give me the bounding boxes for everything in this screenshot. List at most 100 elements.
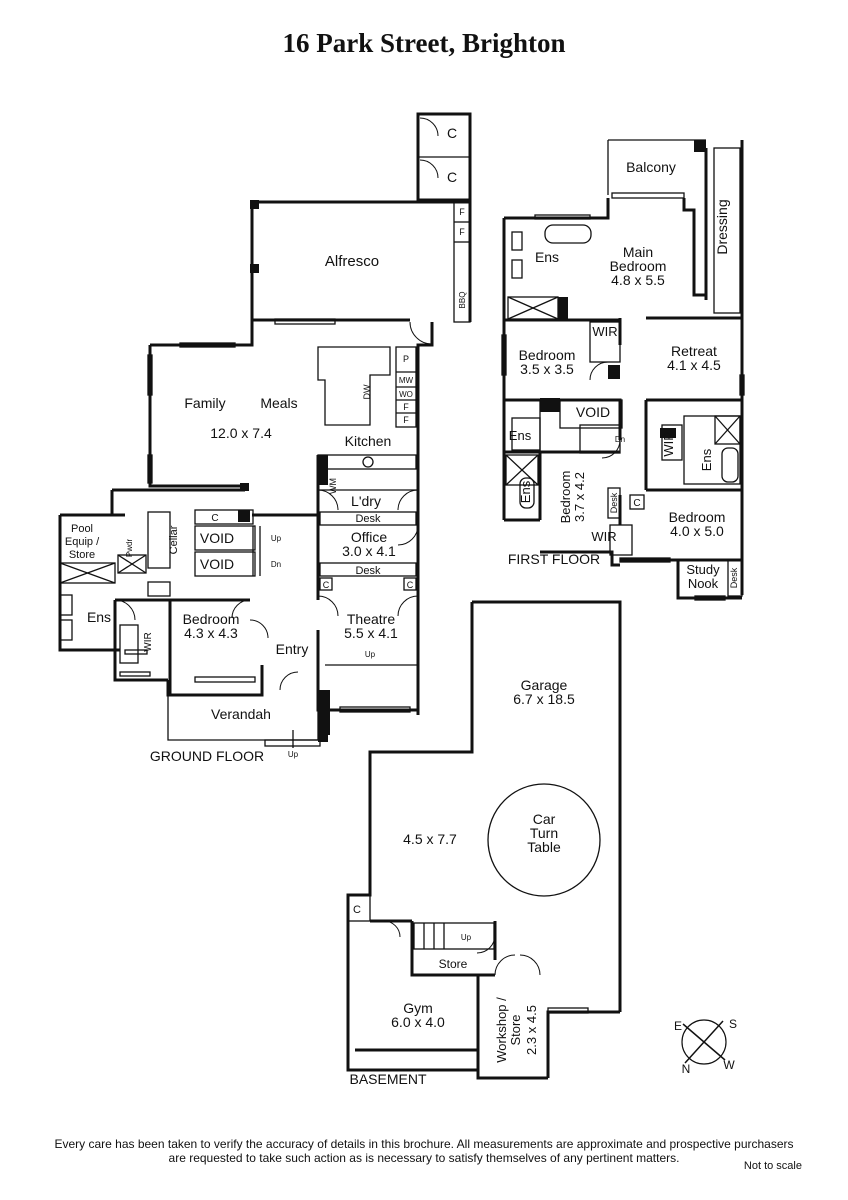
label-closet: C <box>447 169 457 185</box>
room-study-nook: Study <box>686 562 720 577</box>
label-pantry: P <box>403 354 409 364</box>
label-fridge: F <box>459 227 465 237</box>
label-desk: Desk <box>609 492 619 513</box>
room-main-bedroom-dims: 4.8 x 5.5 <box>611 272 665 288</box>
room-retreat-dims: 4.1 x 4.5 <box>667 357 721 373</box>
room-bedroom-2: Bedroom <box>519 347 576 363</box>
room-study-nook: Nook <box>688 576 719 591</box>
label-stairs-down: Dn <box>615 435 625 444</box>
room-ensuite-3: Ens <box>518 480 533 503</box>
label-car-turntable: Car <box>533 811 556 827</box>
label-desk: Desk <box>355 565 381 577</box>
compass-north: N <box>682 1062 691 1076</box>
label-closet: C <box>353 904 361 916</box>
label-fridge: F <box>459 207 465 217</box>
label-closet: C <box>447 125 457 141</box>
room-bedroom-4: Bedroom <box>669 509 726 525</box>
room-family-dims: 12.0 x 7.4 <box>210 425 272 441</box>
room-main-bedroom: Main <box>623 244 653 260</box>
room-garage-dims: 6.7 x 18.5 <box>513 691 575 707</box>
room-pool-equip: Store <box>69 549 95 561</box>
label-washing-machine: WM <box>328 478 338 494</box>
first-floor-plan <box>501 139 745 601</box>
label-fridge: F <box>403 415 409 425</box>
compass-needle-ew <box>682 1023 726 1061</box>
label-closet: C <box>323 580 330 590</box>
room-bedroom-2-dims: 3.5 x 3.5 <box>520 361 574 377</box>
disclaimer: Every care has been taken to verify the … <box>0 1137 848 1165</box>
room-ensuite-main: Ens <box>535 249 559 265</box>
ground-floor-plan <box>58 112 472 748</box>
basement-plan <box>346 600 622 1080</box>
room-verandah: Verandah <box>211 706 271 722</box>
property-title: 16 Park Street, Brighton <box>282 28 566 58</box>
level-label-basement: BASEMENT <box>349 1071 426 1087</box>
label-car-turntable: Turn <box>530 825 558 841</box>
room-theatre: Theatre <box>347 611 395 627</box>
disclaimer-line: are requested to take such action as is … <box>168 1151 680 1165</box>
label-closet: C <box>211 513 218 524</box>
room-wir-main: WIR <box>592 324 617 339</box>
room-powder: Pwdr <box>125 539 134 558</box>
label-stairs-up: Up <box>271 534 282 543</box>
label-stairs-down: Dn <box>271 560 281 569</box>
label-closet: C <box>407 580 414 590</box>
room-meals: Meals <box>260 395 297 411</box>
label-void: VOID <box>200 530 234 546</box>
room-wir-3: WIR <box>591 529 616 544</box>
room-pool-equip: Equip / <box>65 536 100 548</box>
room-main-bedroom: Bedroom <box>610 258 667 274</box>
room-garage: Garage <box>521 677 568 693</box>
compass-east: E <box>674 1019 682 1033</box>
label-microwave: MW <box>399 376 414 385</box>
room-bedroom-dims: 4.3 x 4.3 <box>184 625 238 641</box>
label-bbq: BBQ <box>458 292 467 309</box>
room-ensuite-2: Ens <box>509 428 532 443</box>
scale-note: Not to scale <box>743 1160 802 1172</box>
room-kitchen: Kitchen <box>345 433 392 449</box>
label-desk: Desk <box>729 567 739 588</box>
room-workshop-dims: 2.3 x 4.5 <box>524 1005 539 1055</box>
room-family: Family <box>184 395 225 411</box>
label-dishwasher: DW <box>362 384 372 399</box>
compass: N S E W <box>674 1017 737 1076</box>
room-bedroom-4-dims: 4.0 x 5.0 <box>670 523 724 539</box>
room-cellar: Cellar <box>168 525 180 554</box>
room-laundry: L'dry <box>351 493 381 509</box>
room-bedroom-3-dims: 3.7 x 4.2 <box>572 472 587 522</box>
compass-ring <box>681 1019 727 1065</box>
label-void: VOID <box>200 556 234 572</box>
disclaimer-line: Every care has been taken to verify the … <box>54 1137 794 1151</box>
room-wir-4: WIR <box>661 431 676 456</box>
room-pool-equip: Pool <box>71 523 93 535</box>
room-entry: Entry <box>276 641 309 657</box>
room-bedroom-3: Bedroom <box>558 471 573 524</box>
room-store: Store <box>439 957 468 971</box>
room-gym-dims: 6.0 x 4.0 <box>391 1014 445 1030</box>
room-ensuite: Ens <box>87 609 111 625</box>
compass-south: S <box>729 1017 737 1031</box>
label-fridge: F <box>403 402 409 412</box>
room-bedroom: Bedroom <box>183 611 240 627</box>
plan-labels: C C F F BBQ Alfresco Family Meals 12.0 x… <box>65 125 739 1087</box>
label-closet: C <box>633 498 640 509</box>
compass-west: W <box>723 1058 735 1072</box>
room-workshop: Workshop / <box>494 997 509 1063</box>
label-car-turntable: Table <box>527 839 561 855</box>
room-workshop: Store <box>508 1014 523 1045</box>
label-stairs-up: Up <box>461 933 472 942</box>
label-stairs-up: Up <box>365 650 376 659</box>
room-dressing: Dressing <box>714 199 730 254</box>
turntable-circle <box>487 783 601 897</box>
room-garage-area-dims: 4.5 x 7.7 <box>403 831 457 847</box>
room-balcony: Balcony <box>626 159 676 175</box>
room-office-dims: 3.0 x 4.1 <box>342 543 396 559</box>
room-ensuite-4: Ens <box>699 448 714 471</box>
level-label-ground: GROUND FLOOR <box>150 748 264 764</box>
room-retreat: Retreat <box>671 343 717 359</box>
label-void: VOID <box>576 404 610 420</box>
level-label-first: FIRST FLOOR <box>508 551 600 567</box>
label-wall-oven: WO <box>399 390 413 399</box>
label-steps-up: Up <box>288 750 299 759</box>
